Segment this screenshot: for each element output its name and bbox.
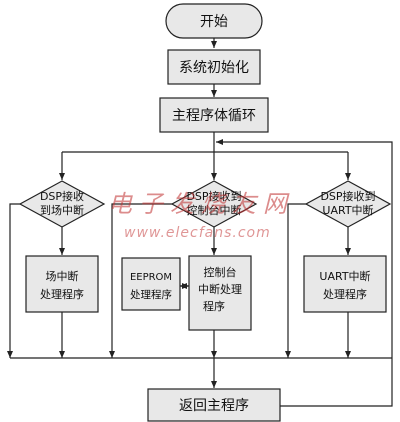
watermark-cn: 电子发烧友网: [108, 190, 294, 218]
proc-uart-line2: 处理程序: [323, 287, 367, 301]
process-eeprom-handler: EEPROM 处理程序: [121, 257, 181, 311]
decision-field-interrupt: DSP接收 到场中断: [18, 180, 106, 228]
cond-console-line2: 控制台中断: [187, 203, 242, 217]
node-start: 开始: [165, 3, 263, 39]
process-uart-handler: UART中断 处理程序: [303, 255, 387, 313]
node-init: 系统初始化: [167, 49, 261, 85]
proc-uart-line1: UART中断: [319, 269, 370, 283]
process-console-handler: 控制台 中断处理 程序: [188, 255, 252, 331]
cond-uart-line2: UART中断: [322, 203, 373, 217]
proc-field-line2: 处理程序: [40, 287, 84, 301]
decision-uart-interrupt: DSP接收到 UART中断: [304, 180, 392, 228]
cond-field-line1: DSP接收: [40, 189, 84, 203]
line-cond-console-no: [109, 203, 172, 358]
line-cond-field-no: [7, 203, 20, 358]
watermark-url: www.elecfans.com: [124, 225, 271, 241]
proc-eeprom-line1: EEPROM: [130, 272, 172, 283]
return-main-label: 返回主程序: [179, 398, 249, 414]
line-cond-uart-no: [285, 203, 306, 358]
proc-console-line3: 程序: [203, 299, 225, 313]
node-return-main: 返回主程序: [147, 388, 281, 422]
main-loop-label: 主程序体循环: [172, 108, 256, 124]
decision-console-interrupt: DSP接收到 控制台中断: [170, 180, 258, 228]
proc-eeprom-line2: 处理程序: [130, 288, 172, 301]
connectors: [7, 38, 393, 407]
process-field-handler: 场中断 处理程序: [25, 255, 99, 313]
loop-back-line: [216, 139, 393, 407]
proc-field-line1: 场中断: [46, 269, 79, 283]
node-main-loop: 主程序体循环: [159, 97, 269, 133]
init-label: 系统初始化: [179, 59, 249, 76]
start-label: 开始: [200, 14, 228, 30]
proc-console-line1: 控制台: [204, 265, 237, 279]
cond-field-line2: 到场中断: [40, 203, 84, 217]
cond-console-line1: DSP接收到: [186, 189, 241, 203]
proc-console-line2: 中断处理: [198, 282, 242, 296]
cond-uart-line1: DSP接收到: [320, 189, 375, 203]
